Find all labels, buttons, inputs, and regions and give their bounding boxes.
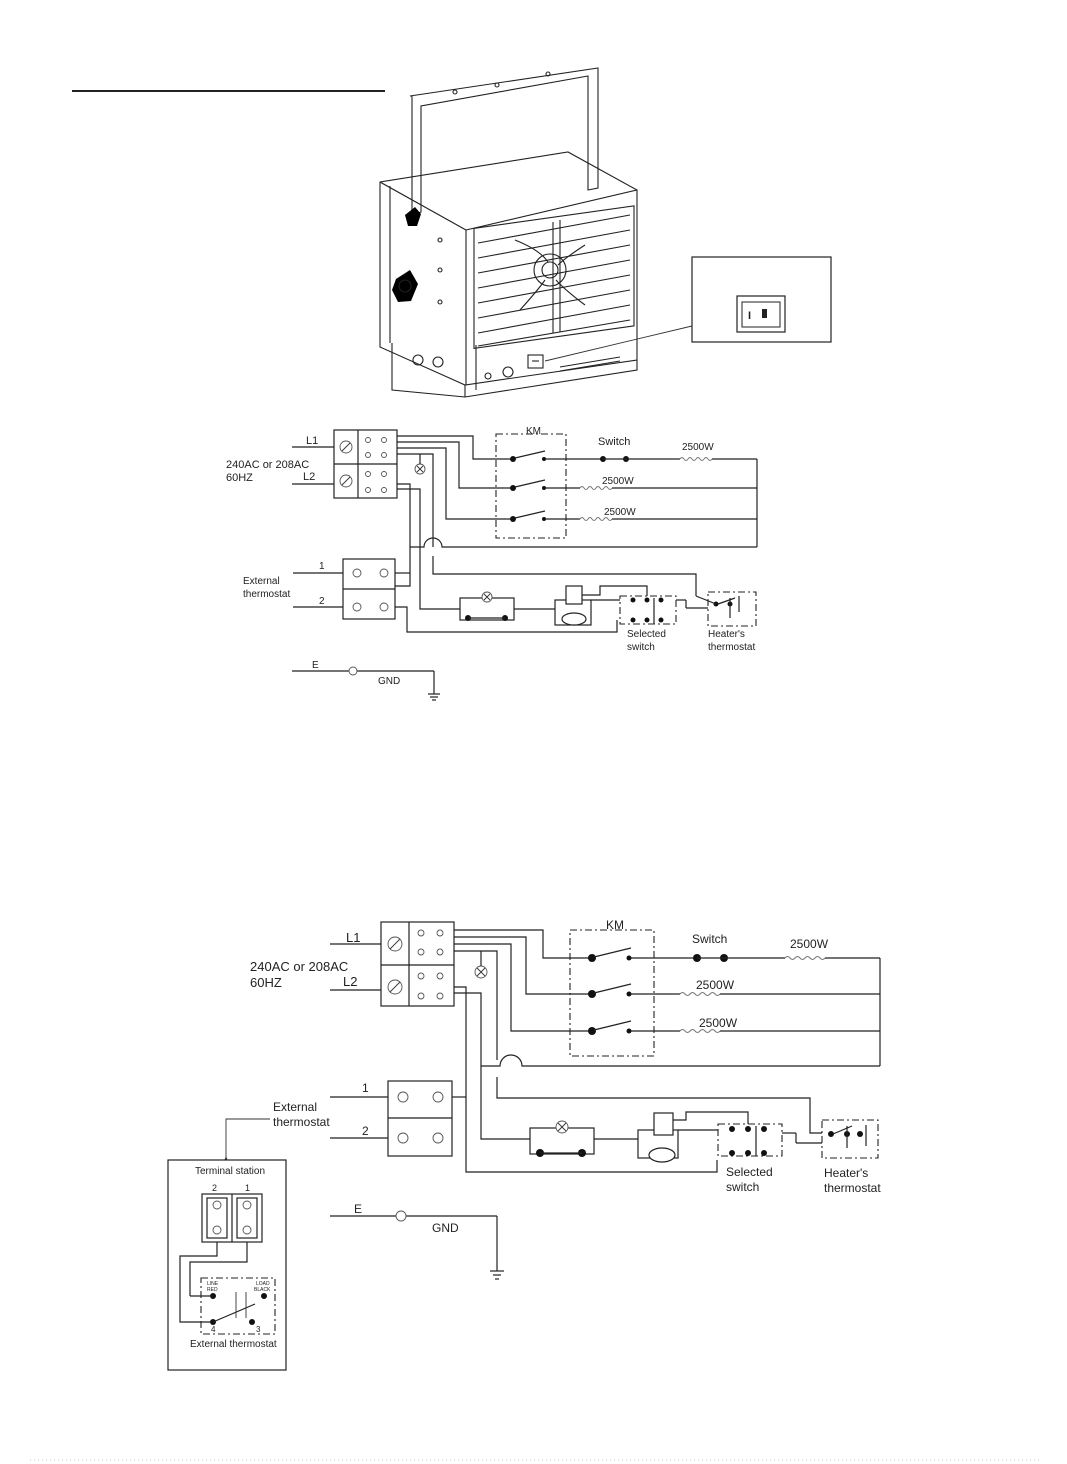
d2-gnd-label: GND bbox=[432, 1221, 459, 1235]
d2-heaters-thermostat bbox=[821, 1119, 879, 1159]
d1-l2-label: L2 bbox=[303, 471, 315, 483]
d2-motor bbox=[648, 1147, 676, 1163]
d1-selected-label-2: switch bbox=[627, 642, 655, 653]
terminal-n3-label: 3 bbox=[256, 1325, 261, 1334]
load-label-1: LOAD bbox=[256, 1281, 270, 1287]
terminal-ext-thermostat-label: External thermostat bbox=[190, 1339, 277, 1350]
d1-switch-label: Switch bbox=[598, 436, 630, 448]
d2-ext-label-2: thermostat bbox=[273, 1115, 330, 1129]
d2-selected-label-2: switch bbox=[726, 1180, 759, 1194]
d2-element-3-label: 2500W bbox=[699, 1016, 738, 1030]
d1-supply-label-2: 60HZ bbox=[226, 472, 253, 484]
d1-l1-label: L1 bbox=[306, 435, 318, 447]
d2-t2-label: 2 bbox=[362, 1124, 369, 1138]
heater-illustration bbox=[379, 67, 638, 398]
d2-ext-label-1: External bbox=[273, 1100, 317, 1114]
d2-heaters-label-1: Heater's bbox=[824, 1166, 868, 1180]
d1-motor bbox=[561, 612, 587, 626]
d1-heaters-thermostat bbox=[707, 591, 757, 627]
d1-selected-switch bbox=[619, 595, 677, 625]
grille-lines bbox=[477, 214, 631, 347]
line-label-1: LINE bbox=[207, 1281, 219, 1287]
d2-selected-label-1: Selected bbox=[726, 1165, 773, 1179]
wiring-diagram-1: L1 L2 240AC or 208AC 60HZ KM Switch 2500… bbox=[226, 426, 758, 701]
d2-selected-switch bbox=[717, 1123, 783, 1157]
d2-l2-label: L2 bbox=[343, 974, 357, 989]
line-label-2: RED bbox=[207, 1287, 218, 1293]
d1-ext-label-2: thermostat bbox=[243, 589, 290, 600]
switch-off-symbol: I bbox=[748, 310, 751, 322]
d2-km-contactor bbox=[569, 929, 655, 1057]
d2-l1-label: L1 bbox=[346, 930, 360, 945]
terminal-n4-label: 4 bbox=[211, 1325, 216, 1334]
d1-supply-label-1: 240AC or 208AC bbox=[226, 459, 309, 471]
inset-leader-line bbox=[544, 325, 693, 362]
d1-t1-label: 1 bbox=[319, 561, 325, 572]
wiring-diagram-2: L1 L2 240AC or 208AC 60HZ KM Switch 2500… bbox=[167, 918, 881, 1371]
d2-t1-label: 1 bbox=[362, 1081, 369, 1095]
d1-selected-label-1: Selected bbox=[627, 629, 666, 640]
terminal-station-2-label: 2 bbox=[212, 1183, 217, 1193]
d2-km-label: KM bbox=[606, 918, 624, 932]
d1-e-label: E bbox=[312, 660, 319, 671]
d2-supply-label-2: 60HZ bbox=[250, 975, 282, 990]
terminal-ext-thermostat bbox=[200, 1277, 276, 1335]
d2-heaters-label-2: thermostat bbox=[824, 1181, 881, 1195]
d1-km-contactor bbox=[495, 433, 567, 539]
d1-heaters-label-2: thermostat bbox=[708, 642, 755, 653]
terminal-station-title: Terminal station bbox=[195, 1166, 265, 1177]
d2-e-label: E bbox=[354, 1202, 362, 1216]
d1-km-label: KM bbox=[526, 426, 541, 437]
d1-relay-km bbox=[565, 585, 583, 605]
load-label-2: BLACK bbox=[254, 1287, 271, 1293]
d2-supply-label-1: 240AC or 208AC bbox=[250, 959, 348, 974]
d1-gnd-label: GND bbox=[378, 676, 400, 687]
d1-ext-label-1: External bbox=[243, 576, 280, 587]
d2-element-1-label: 2500W bbox=[790, 937, 829, 951]
d1-element-1-label: 2500W bbox=[682, 442, 714, 453]
d2-element-2-label: 2500W bbox=[696, 978, 735, 992]
d1-t2-label: 2 bbox=[319, 596, 325, 607]
d2-switch-label: Switch bbox=[692, 932, 727, 946]
d2-relay-km bbox=[653, 1112, 674, 1136]
d1-element-2-label: 2500W bbox=[602, 476, 634, 487]
terminal-station-1-label: 1 bbox=[245, 1183, 250, 1193]
d1-element-3-label: 2500W bbox=[604, 507, 636, 518]
d1-heaters-label-1: Heater's bbox=[708, 629, 745, 640]
